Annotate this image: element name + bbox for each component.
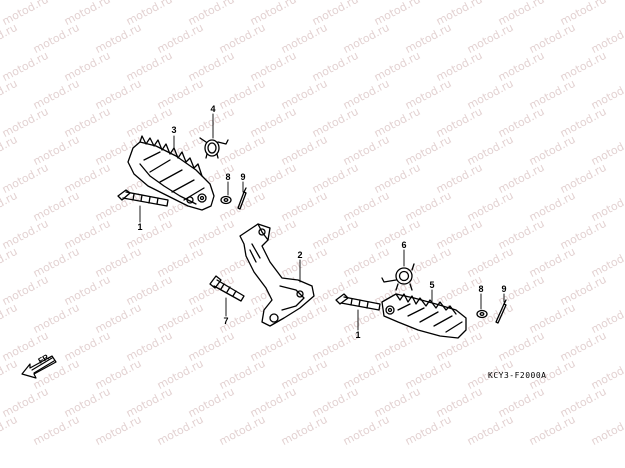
callout-6: 6 [401,240,407,250]
left-cotter-pin [237,187,247,210]
diagram-code: KCY3-F2000A [488,371,547,380]
left-washer [220,195,232,205]
right-spring [381,263,415,291]
left-pivot-bolt [117,189,169,207]
callout-7: 7 [223,316,229,326]
callout-2: 2 [297,250,303,260]
footpeg-bracket [239,223,315,327]
left-footpeg [127,135,215,211]
right-cotter-pin [495,299,507,324]
callout-5: 5 [429,280,435,290]
callout-1-right: 1 [355,330,361,340]
callout-9-left: 9 [240,172,246,182]
right-pivot-bolt [335,293,381,311]
left-spring [199,137,229,159]
callout-8-right: 8 [478,284,484,294]
right-footpeg [381,293,467,339]
callout-1-left: 1 [137,222,143,232]
right-washer [476,309,488,319]
bracket-bolt [209,275,245,302]
front-direction-arrow [21,355,57,379]
callout-3: 3 [171,125,177,135]
callout-4: 4 [210,104,216,114]
leader-lines [139,113,505,331]
callout-8-left: 8 [225,172,231,182]
callout-9-right: 9 [501,284,507,294]
